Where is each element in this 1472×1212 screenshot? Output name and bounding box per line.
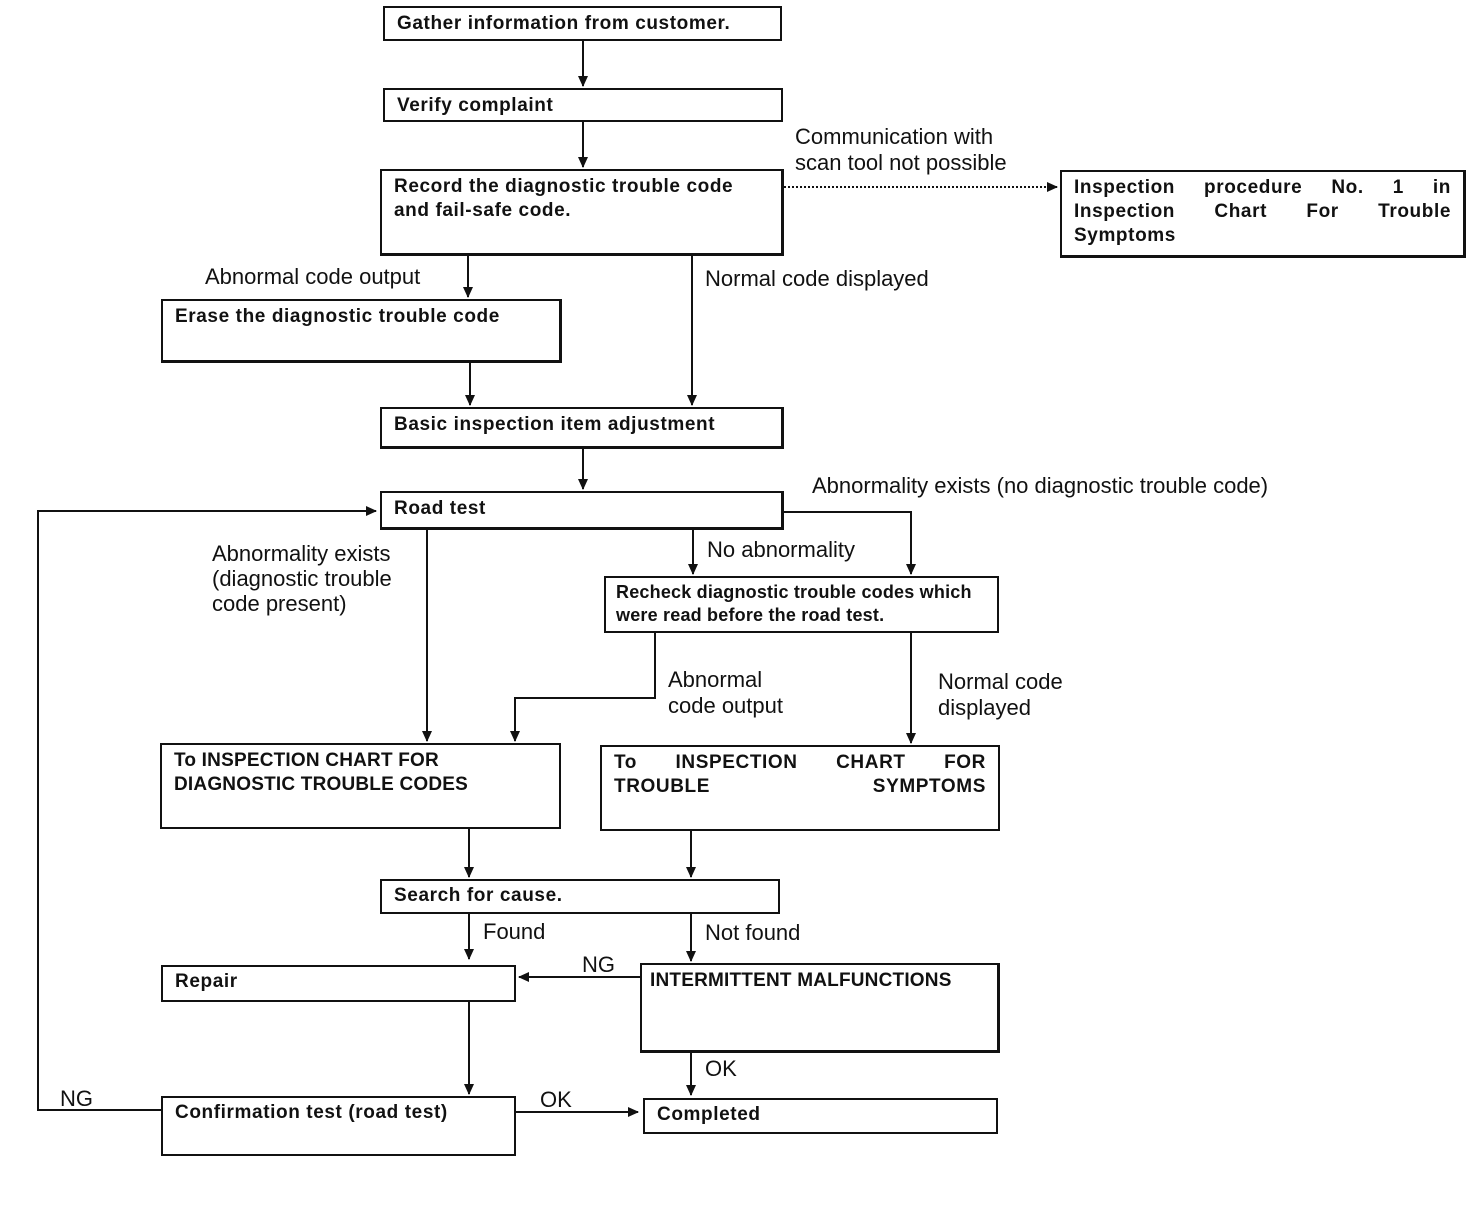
box-inspection-procedure-1: Inspection procedure No. 1 in Inspection… xyxy=(1060,170,1466,258)
label-normal-code-displayed-2: Normal code displayed xyxy=(938,669,1063,721)
arrow-recheck-chartdtc xyxy=(510,633,656,742)
label-communication-line1: Communication with xyxy=(795,124,994,149)
label-ok-confirmation: OK xyxy=(540,1087,572,1112)
label-abnormal2-line2: code output xyxy=(668,693,783,718)
label-abnormality-dtc-present: Abnormality exists (diagnostic trouble c… xyxy=(212,541,392,616)
box-chart-symptoms: To INSPECTION CHART FOR TROUBLE SYMPTOMS xyxy=(600,745,1000,831)
label-normal2-line2: displayed xyxy=(938,695,1031,720)
box-erase-code-text: Erase the diagnostic trouble code xyxy=(175,306,500,327)
box-chart-dtc-text: To INSPECTION CHART FOR DIAGNOSTIC TROUB… xyxy=(174,750,469,795)
label-abnormal-code-output: Abnormal code output xyxy=(205,264,421,289)
box-basic-inspection: Basic inspection item adjustment xyxy=(380,407,784,449)
arrow-ng-loop xyxy=(37,506,377,1111)
box-record-codes-text: Record the diagnostic trouble code and f… xyxy=(394,176,734,221)
box-verify-complaint-text: Verify complaint xyxy=(397,95,554,116)
box-repair: Repair xyxy=(161,965,516,1002)
label-normal-code-displayed: Normal code displayed xyxy=(705,266,929,291)
box-gather-information: Gather information from customer. xyxy=(383,6,782,41)
box-inspection-procedure-1-text: Inspection procedure No. 1 in Inspection… xyxy=(1074,177,1451,246)
box-road-test-text: Road test xyxy=(394,498,486,519)
label-abnormality-dtc-line3: code present) xyxy=(212,591,347,616)
box-gather-information-text: Gather information from customer. xyxy=(397,13,731,34)
label-normal2-line1: Normal code xyxy=(938,669,1063,694)
box-chart-symptoms-text: To INSPECTION CHART FOR TROUBLE SYMPTOMS xyxy=(614,752,986,797)
label-abnormal2-line1: Abnormal xyxy=(668,667,763,692)
label-abnormality-no-dtc: Abnormality exists (no diagnostic troubl… xyxy=(812,473,1269,498)
box-road-test: Road test xyxy=(380,491,784,530)
box-search-cause-text: Search for cause. xyxy=(394,885,563,906)
arrow-road-recheck-right xyxy=(784,511,916,575)
label-communication: Communication with scan tool not possibl… xyxy=(795,124,1007,176)
label-no-abnormality: No abnormality xyxy=(707,537,855,562)
box-search-cause: Search for cause. xyxy=(380,879,780,914)
box-completed: Completed xyxy=(643,1098,998,1134)
box-record-codes: Record the diagnostic trouble code and f… xyxy=(380,169,784,256)
box-confirmation-test: Confirmation test (road test) xyxy=(161,1096,516,1156)
box-intermittent-malfunctions-text: INTERMITTENT MALFUNCTIONS xyxy=(650,970,952,991)
label-ng-repair: NG xyxy=(582,952,615,977)
box-verify-complaint: Verify complaint xyxy=(383,88,783,122)
box-erase-code: Erase the diagnostic trouble code xyxy=(161,299,562,363)
label-not-found: Not found xyxy=(705,920,801,945)
box-recheck-codes: Recheck diagnostic trouble codes which w… xyxy=(604,576,999,633)
box-recheck-codes-text: Recheck diagnostic trouble codes which w… xyxy=(616,582,972,625)
box-chart-dtc: To INSPECTION CHART FOR DIAGNOSTIC TROUB… xyxy=(160,743,561,829)
label-ng-loop: NG xyxy=(60,1086,93,1111)
label-communication-line2: scan tool not possible xyxy=(795,150,1007,175)
box-basic-inspection-text: Basic inspection item adjustment xyxy=(394,414,716,435)
label-found: Found xyxy=(483,919,546,944)
label-abnormality-dtc-line1: Abnormality exists xyxy=(212,541,391,566)
box-confirmation-test-text: Confirmation test (road test) xyxy=(175,1102,448,1123)
box-repair-text: Repair xyxy=(175,971,238,992)
box-completed-text: Completed xyxy=(657,1104,761,1125)
label-abnormality-dtc-line2: (diagnostic trouble xyxy=(212,566,392,591)
label-abnormal-code-output-2: Abnormal code output xyxy=(668,667,783,719)
box-intermittent-malfunctions: INTERMITTENT MALFUNCTIONS xyxy=(640,963,1000,1053)
label-ok-completed: OK xyxy=(705,1056,737,1081)
